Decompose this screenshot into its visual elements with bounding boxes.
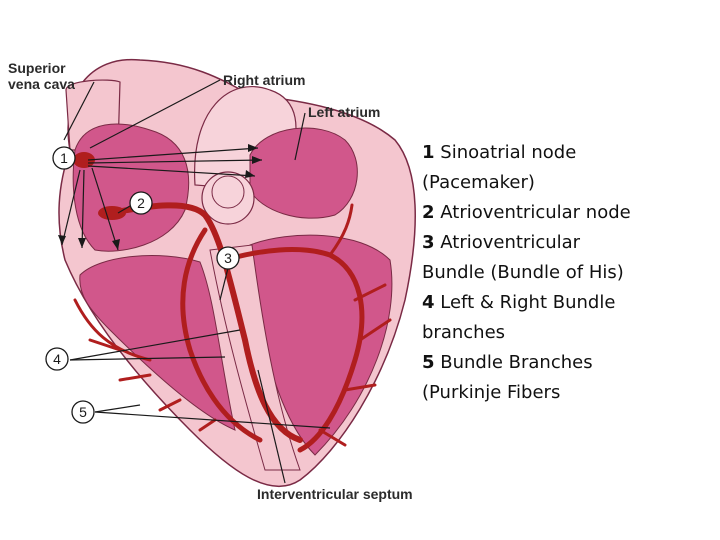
legend-text: Bundle Branches	[440, 352, 593, 373]
legend-line: 3 Atrioventricular	[422, 228, 712, 258]
label-right-atrium: Right atrium	[223, 72, 306, 88]
legend-line: 1 Sinoatrial node	[422, 138, 712, 168]
label-interventricular-septum: Interventricular septum	[257, 486, 413, 502]
legend-line: 5 Bundle Branches	[422, 348, 712, 378]
legend-number: 5	[422, 352, 435, 373]
legend-text: Atrioventricular node	[440, 202, 631, 223]
purkinje-fibers-left	[318, 203, 392, 447]
legend-text: branches	[422, 322, 506, 343]
label-left-atrium: Left atrium	[308, 104, 381, 120]
marker-3: 3	[216, 246, 240, 270]
marker-2: 2	[129, 191, 153, 215]
legend-number: 3	[422, 232, 435, 253]
legend-text: Bundle (Bundle of His)	[422, 262, 624, 283]
legend-text: (Purkinje Fibers	[422, 382, 561, 403]
svg-text:3: 3	[224, 250, 232, 266]
svg-text:2: 2	[137, 195, 145, 211]
legend: 1 Sinoatrial node (Pacemaker) 2 Atrioven…	[422, 138, 712, 408]
pointer-lines	[61, 79, 331, 484]
heart-conduction-diagram: 1 2 3 4 5	[45, 58, 416, 487]
svg-text:4: 4	[53, 351, 61, 367]
left-atrium-chamber	[249, 127, 358, 219]
legend-text: (Pacemaker)	[422, 172, 535, 193]
svg-text:1: 1	[60, 150, 68, 166]
pulmonary-valve	[211, 175, 245, 209]
marker-5: 5	[71, 400, 95, 424]
marker-4: 4	[45, 347, 69, 371]
legend-line: branches	[422, 318, 712, 348]
label-superior-vena-cava: Superior vena cava	[8, 60, 75, 92]
right-ventricle-chamber	[79, 255, 236, 431]
label-svc-line-2: vena cava	[8, 76, 75, 92]
legend-line: (Purkinje Fibers	[422, 378, 712, 408]
arrowheads	[58, 144, 262, 250]
legend-number: 1	[422, 142, 435, 163]
legend-line: 4 Left & Right Bundle	[422, 288, 712, 318]
left-bundle-branch	[222, 247, 365, 453]
right-bundle-branch	[180, 227, 263, 443]
marker-1: 1	[52, 146, 76, 170]
legend-text: Left & Right Bundle	[440, 292, 616, 313]
right-atrium-chamber	[72, 123, 190, 252]
legend-number: 4	[422, 292, 435, 313]
legend-text: Sinoatrial node	[440, 142, 577, 163]
legend-number: 2	[422, 202, 435, 223]
purkinje-fibers-right	[73, 298, 217, 432]
label-svc-line-1: Superior	[8, 60, 66, 76]
legend-line: Bundle (Bundle of His)	[422, 258, 712, 288]
sinoatrial-node	[73, 152, 95, 168]
legend-line: 2 Atrioventricular node	[422, 198, 712, 228]
svg-text:5: 5	[79, 404, 87, 420]
legend-line: (Pacemaker)	[422, 168, 712, 198]
legend-text: Atrioventricular	[440, 232, 581, 253]
